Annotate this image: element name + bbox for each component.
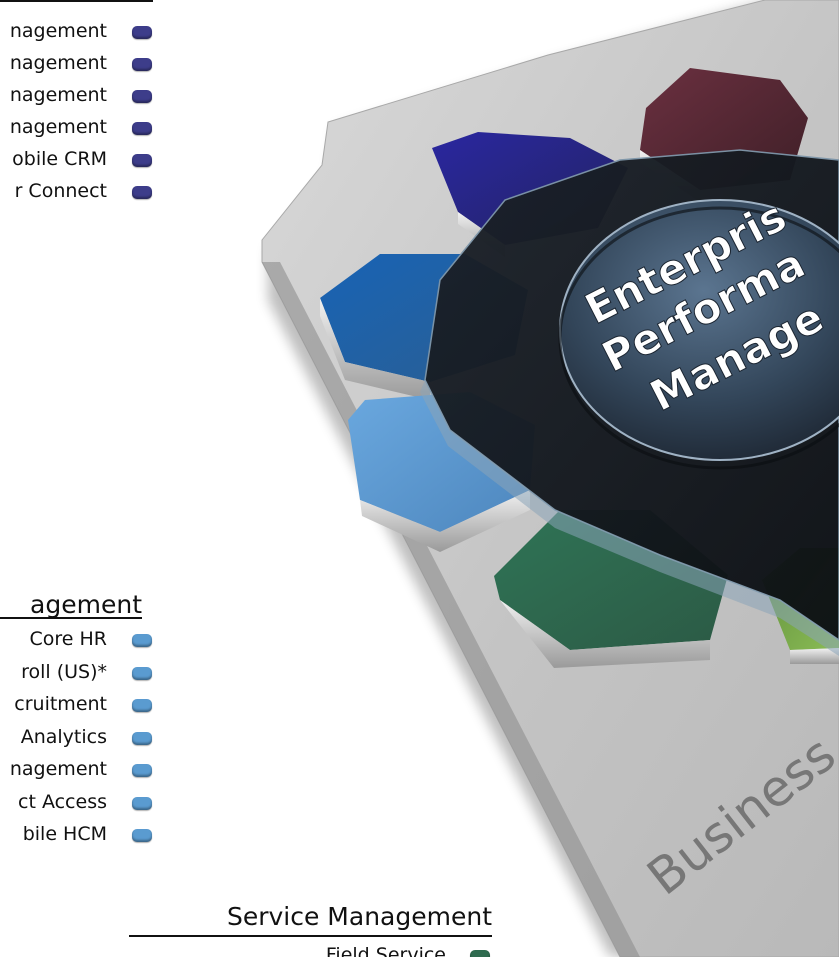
module-list-item: nagement: [0, 116, 153, 140]
service-heading: Service Management: [226, 902, 492, 931]
module-list-item-label: Field Service: [325, 944, 446, 957]
service-heading-underline: [129, 935, 492, 937]
module-color-swatch-icon: [132, 764, 152, 777]
segment-green-side: [500, 600, 710, 668]
hcm-heading-underline: [0, 617, 142, 619]
module-list-item: Analytics: [0, 726, 153, 750]
hcm-heading: agement: [30, 590, 142, 619]
module-list-item-label: cruitment: [14, 693, 107, 715]
module-color-swatch-icon: [132, 731, 152, 745]
module-color-swatch-icon: [132, 186, 152, 199]
segment-blue-side: [320, 298, 430, 400]
module-list-item: nagement: [0, 758, 153, 782]
module-list-item: Field Service: [300, 944, 492, 957]
module-list-item: roll (US)*: [0, 661, 153, 685]
segment-lime-side: [790, 648, 839, 664]
crm-module-list: nagement nagement nagement nagement obile CR…: [0, 0, 153, 220]
module-list-item-label: Core HR: [29, 628, 107, 650]
module-list-item-label: obile CRM: [12, 148, 107, 170]
module-color-swatch-icon: [132, 829, 152, 842]
module-list-item: nagement: [0, 84, 153, 108]
module-list-item-label: nagement: [9, 52, 107, 74]
module-list-item: Core HR: [0, 628, 153, 652]
module-list-item: bile HCM: [0, 823, 153, 847]
center-gear-edge: [420, 380, 839, 656]
crm-heading-underline: [0, 0, 153, 2]
module-list-item-label: bile HCM: [22, 823, 107, 845]
module-list-item-label: ct Access: [18, 790, 107, 813]
module-color-swatch-icon: [132, 796, 152, 810]
module-list-item: r Connect: [0, 180, 153, 204]
module-list-item-label: r Connect: [14, 180, 107, 202]
module-color-swatch-icon: [470, 950, 490, 957]
center-disc-rim: [558, 206, 839, 470]
module-color-swatch-icon: [132, 90, 152, 103]
module-color-swatch-icon: [132, 122, 152, 135]
module-list-item-label: Analytics: [20, 725, 107, 748]
module-list-item-label: nagement: [9, 84, 107, 106]
module-list-item: nagement: [0, 52, 153, 76]
module-list-item: obile CRM: [0, 148, 153, 172]
module-color-swatch-icon: [132, 699, 152, 712]
module-color-swatch-icon: [132, 154, 152, 167]
segment-light-blue-side: [360, 490, 530, 552]
module-color-swatch-icon: [132, 58, 152, 71]
service-module-list: Field Service: [300, 944, 492, 957]
module-list-item-label: nagement: [9, 758, 107, 780]
module-color-swatch-icon: [132, 26, 152, 39]
module-list-item: cruitment: [0, 693, 153, 717]
module-list-item-label: nagement: [9, 116, 107, 138]
module-color-swatch-icon: [132, 634, 152, 647]
module-list-item-label: roll (US)*: [21, 660, 107, 683]
module-list-item: ct Access: [0, 791, 153, 815]
module-color-swatch-icon: [132, 666, 152, 680]
module-list-item: nagement: [0, 20, 153, 44]
module-list-item-label: nagement: [9, 20, 107, 42]
